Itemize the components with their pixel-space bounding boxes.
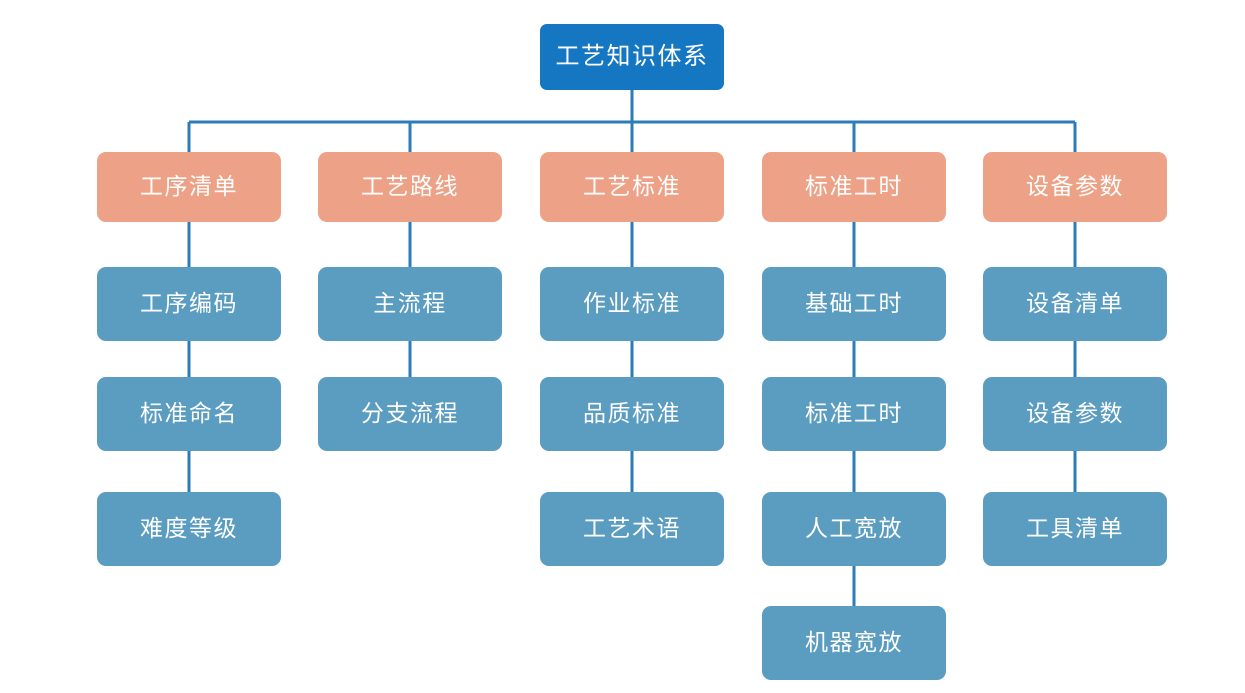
category-node-设备参数[interactable]: 设备参数	[983, 152, 1167, 222]
leaf-node-难度等级[interactable]: 难度等级	[97, 492, 281, 566]
leaf-node-设备参数[interactable]: 设备参数	[983, 377, 1167, 451]
leaf-node-分支流程[interactable]: 分支流程	[318, 377, 502, 451]
leaf-node-设备清单[interactable]: 设备清单	[983, 267, 1167, 341]
leaf-node-基础工时[interactable]: 基础工时	[762, 267, 946, 341]
leaf-node-作业标准[interactable]: 作业标准	[540, 267, 724, 341]
root-node-工艺知识体系[interactable]: 工艺知识体系	[540, 24, 724, 90]
leaf-node-品质标准[interactable]: 品质标准	[540, 377, 724, 451]
category-node-工序清单[interactable]: 工序清单	[97, 152, 281, 222]
leaf-node-人工宽放[interactable]: 人工宽放	[762, 492, 946, 566]
category-node-标准工时[interactable]: 标准工时	[762, 152, 946, 222]
leaf-node-主流程[interactable]: 主流程	[318, 267, 502, 341]
leaf-node-工艺术语[interactable]: 工艺术语	[540, 492, 724, 566]
category-node-工艺路线[interactable]: 工艺路线	[318, 152, 502, 222]
leaf-node-标准工时[interactable]: 标准工时	[762, 377, 946, 451]
category-node-工艺标准[interactable]: 工艺标准	[540, 152, 724, 222]
leaf-node-标准命名[interactable]: 标准命名	[97, 377, 281, 451]
leaf-node-机器宽放[interactable]: 机器宽放	[762, 606, 946, 680]
leaf-node-工具清单[interactable]: 工具清单	[983, 492, 1167, 566]
leaf-node-工序编码[interactable]: 工序编码	[97, 267, 281, 341]
